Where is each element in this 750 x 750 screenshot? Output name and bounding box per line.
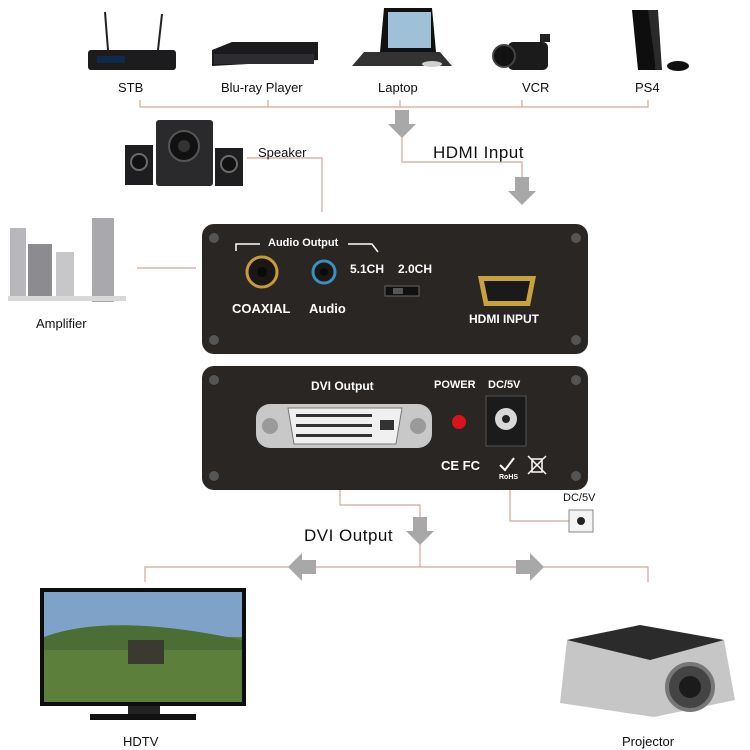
hdtv-label: HDTV xyxy=(123,734,159,749)
arrow-right xyxy=(516,553,544,581)
source-label-bluray: Blu-ray Player xyxy=(221,80,303,95)
audio-output-label: Audio Output xyxy=(268,237,339,249)
set-top-box-icon xyxy=(88,11,176,70)
arrow-left xyxy=(288,553,316,581)
flow-arrows xyxy=(288,110,544,581)
dvi-output-label: DVI Output xyxy=(304,526,394,545)
amplifier-label: Amplifier xyxy=(36,316,87,331)
hdtv-icon xyxy=(40,588,246,720)
dc-port-label: DC/5V xyxy=(563,492,596,504)
source-label-vcr: VCR xyxy=(522,80,550,95)
hdmi-input-line xyxy=(401,130,523,182)
home-theater-icon xyxy=(8,218,126,302)
connector-lines xyxy=(137,100,649,582)
camcorder-icon xyxy=(492,34,550,70)
dc5v-panel-label: DC/5V xyxy=(488,379,521,391)
rohs-check-icon xyxy=(499,457,515,472)
arrow-down-2 xyxy=(508,177,536,205)
source-label-ps4: PS4 xyxy=(635,80,660,95)
laptop-icon xyxy=(352,8,452,67)
cert-marks: CE FC xyxy=(441,458,480,473)
dvi-port xyxy=(256,404,432,448)
rohs-label: RoHS xyxy=(499,474,519,481)
speaker-line xyxy=(247,157,323,212)
source-bus-line xyxy=(139,100,649,108)
arrow-down-1 xyxy=(388,110,416,138)
dvi-output-panel-label: DVI Output xyxy=(311,379,374,393)
power-led xyxy=(452,415,466,429)
projector-label: Projector xyxy=(622,734,675,749)
coaxial-label: COAXIAL xyxy=(232,301,291,316)
source-label-laptop: Laptop xyxy=(378,80,418,95)
game-console-icon xyxy=(632,10,689,71)
source-label-stb: STB xyxy=(118,80,144,95)
channel-20-label: 2.0CH xyxy=(398,262,433,276)
hdmi-input-label: HDMI Input xyxy=(433,143,524,162)
power-label: POWER xyxy=(434,379,476,391)
converter-back-panel xyxy=(202,366,588,490)
hdmi-input-panel-label: HDMI INPUT xyxy=(469,312,539,326)
bluray-player-icon xyxy=(212,42,318,66)
projector-icon xyxy=(560,625,735,717)
speaker-label: Speaker xyxy=(258,145,307,160)
converter-front-panel xyxy=(202,224,588,354)
dc-line xyxy=(509,490,570,522)
weee-bin-icon xyxy=(527,455,547,475)
channel-51-label: 5.1CH xyxy=(350,262,385,276)
dvi-output-line xyxy=(339,490,421,520)
speaker-set-icon xyxy=(125,120,243,186)
display-bus-line xyxy=(144,566,649,582)
arrow-down-3 xyxy=(406,517,434,545)
audio-label: Audio xyxy=(309,301,346,316)
